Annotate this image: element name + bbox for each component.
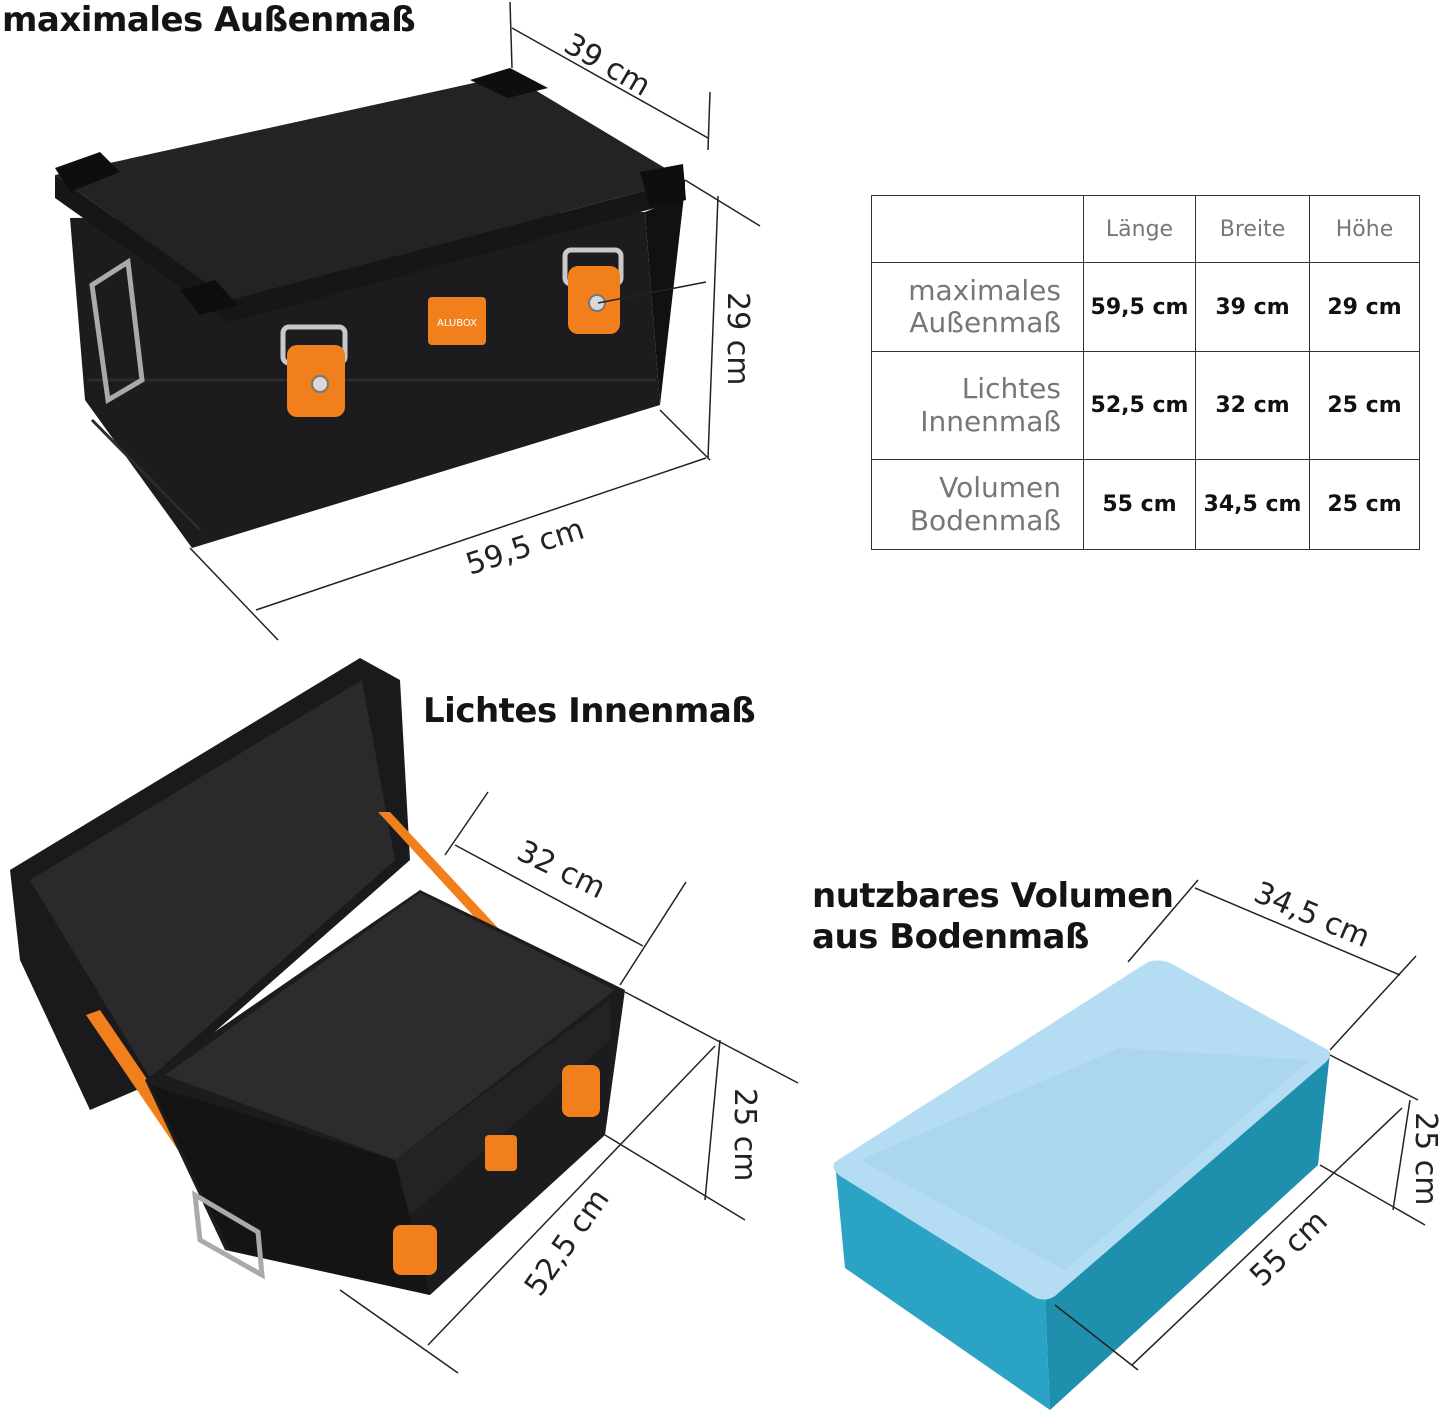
heading-usable-volume: nutzbares Volumen aus Bodenmaß: [812, 876, 1174, 958]
outer-width-label: 39 cm: [558, 27, 656, 104]
right-latch: [562, 247, 624, 334]
heading-usable-volume-line1: nutzbares Volumen: [812, 876, 1174, 916]
table-cell: 55 cm: [1083, 459, 1196, 550]
outer-height-label: 29 cm: [720, 292, 755, 385]
table-cell: 29 cm: [1309, 262, 1420, 352]
inner-height-label: 25 cm: [727, 1088, 762, 1181]
table-header-row: Länge Breite Höhe: [871, 195, 1420, 263]
open-box-front-latch: [393, 1225, 437, 1275]
table-row-label-line1: Volumen: [939, 471, 1061, 505]
table-row: Volumen Bodenmaß 55 cm 34,5 cm 25 cm: [871, 459, 1420, 550]
outer-dimension-lines: [189, 1, 761, 641]
inner-width-label: 32 cm: [511, 834, 610, 906]
table-row-label-line1: Lichtes: [961, 372, 1061, 406]
volume-dimension-lines: [1054, 879, 1426, 1371]
left-latch: [280, 324, 348, 417]
heading-outer-dimensions: maximales Außenmaß: [2, 0, 416, 40]
table-row: maximales Außenmaß 59,5 cm 39 cm 29 cm: [871, 262, 1420, 352]
volume-block: [833, 960, 1330, 1410]
table-cell: 32 cm: [1195, 351, 1310, 460]
brand-plate: [428, 297, 486, 345]
table-row-label: Lichtes Innenmaß: [871, 351, 1084, 460]
table-cell: 39 cm: [1195, 262, 1310, 352]
closed-box: ALUBOX: [55, 68, 686, 548]
table-row-label-line2: Innenmaß: [920, 404, 1061, 438]
inner-dimension-lines: [339, 791, 799, 1374]
brand-plate-label: ALUBOX: [437, 318, 477, 329]
open-box-side-latch: [562, 1065, 600, 1117]
table-header-empty: [871, 195, 1084, 263]
heading-inner-dimensions: Lichtes Innenmaß: [423, 691, 756, 731]
table-row-label: maximales Außenmaß: [871, 262, 1084, 352]
table-header-height: Höhe: [1309, 195, 1420, 263]
volume-width-label: 34,5 cm: [1249, 875, 1375, 955]
open-box-brand-plate: [485, 1135, 517, 1171]
table-cell: 34,5 cm: [1195, 459, 1310, 550]
outer-length-label: 59,5 cm: [462, 512, 589, 583]
volume-height-label: 25 cm: [1408, 1112, 1443, 1205]
table-header-width: Breite: [1195, 195, 1310, 263]
table-header-length: Länge: [1083, 195, 1196, 263]
open-box: [10, 658, 625, 1295]
table-cell: 52,5 cm: [1083, 351, 1196, 460]
heading-usable-volume-line2: aus Bodenmaß: [812, 916, 1089, 957]
table-row-label-line2: Außenmaß: [909, 306, 1061, 339]
table-row-label-line2: Bodenmaß: [909, 503, 1061, 537]
dimensions-table: Länge Breite Höhe maximales Außenmaß 59,…: [871, 195, 1420, 550]
table-cell: 25 cm: [1309, 351, 1420, 460]
table-row-label-line1: maximales: [908, 273, 1061, 307]
table-row-label: Volumen Bodenmaß: [871, 459, 1084, 550]
table-cell: 59,5 cm: [1083, 262, 1196, 352]
table-row: Lichtes Innenmaß 52,5 cm 32 cm 25 cm: [871, 351, 1420, 460]
table-cell: 25 cm: [1309, 459, 1420, 550]
